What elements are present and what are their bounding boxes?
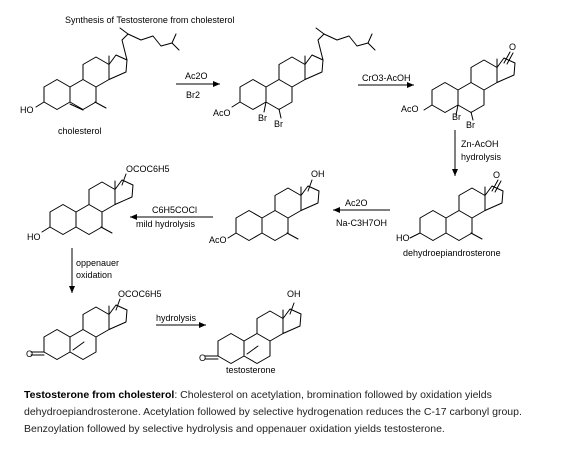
o-label-1: O [509, 42, 516, 52]
caption: Testosterone from cholesterol: Cholester… [24, 387, 560, 438]
ho-label-2: HO [396, 233, 410, 243]
reagent-hydrolysis-2: hydrolysis [156, 313, 197, 323]
br-label-2: Br [274, 119, 283, 129]
ho-label-3: HO [27, 232, 41, 242]
testosterone-structure: O OH [199, 289, 302, 364]
aco-label-1: AcO [213, 108, 231, 118]
reagent-hydrolysis-1: hydrolysis [461, 152, 502, 162]
synthesis-scheme: Synthesis of Testosterone from cholester… [20, 15, 516, 375]
br-label-4: Br [466, 120, 475, 130]
reagent-oxidation: oxidation [76, 270, 112, 280]
o-label-4: O [199, 353, 206, 363]
br-label-1: Br [258, 113, 267, 123]
oh-label-1: OH [311, 169, 325, 179]
dibromide-structure: AcO Br Br [213, 27, 376, 129]
aco-label-3: AcO [209, 235, 227, 245]
cholesterol-structure: HO [20, 27, 180, 115]
reagent-cro3: CrO3-AcOH [362, 73, 411, 83]
reagent-zn-acoh: Zn-AcOH [461, 139, 499, 149]
dhea-name: dehydroepiandrosterone [403, 248, 501, 258]
ococ6h5-label-1: OCOC6H5 [126, 164, 170, 174]
reagent-ac2o-1: Ac2O [185, 71, 208, 81]
o-label-2: O [493, 170, 500, 180]
br-label-3: Br [452, 112, 461, 122]
caption-heading: Testosterone from cholesterol [24, 389, 175, 401]
ho-label-1: HO [20, 105, 34, 115]
reagent-oppenauer: oppenauer [76, 258, 119, 268]
reagent-mild-hydrolysis: mild hydrolysis [136, 219, 196, 229]
benzoate-enone-structure: O OCOC6H5 [26, 289, 162, 360]
reagent-na-propanol: Na-C3H7OH [336, 218, 387, 228]
reagent-benzoyl-chloride: C6H5COCl [152, 205, 197, 215]
caption-text: : Cholesterol on acetylation, brominatio… [24, 389, 522, 435]
oh-label-2: OH [287, 289, 301, 299]
keto-dibromide-structure: O AcO Br Br [401, 42, 516, 130]
ococ6h5-label-2: OCOC6H5 [118, 289, 162, 299]
testosterone-name: testosterone [226, 365, 276, 375]
dhea-structure: O HO [396, 170, 504, 243]
aco-label-2: AcO [401, 104, 419, 114]
o-label-3: O [26, 349, 33, 359]
benzoate-alcohol-structure: OCOC6H5 HO [27, 164, 170, 242]
reagent-ac2o-2: Ac2O [345, 198, 368, 208]
scheme-title: Synthesis of Testosterone from cholester… [65, 15, 234, 25]
cholesterol-name: cholesterol [58, 126, 102, 136]
reagent-br2: Br2 [186, 90, 200, 100]
acetate-alcohol-structure: OH AcO [209, 169, 325, 245]
